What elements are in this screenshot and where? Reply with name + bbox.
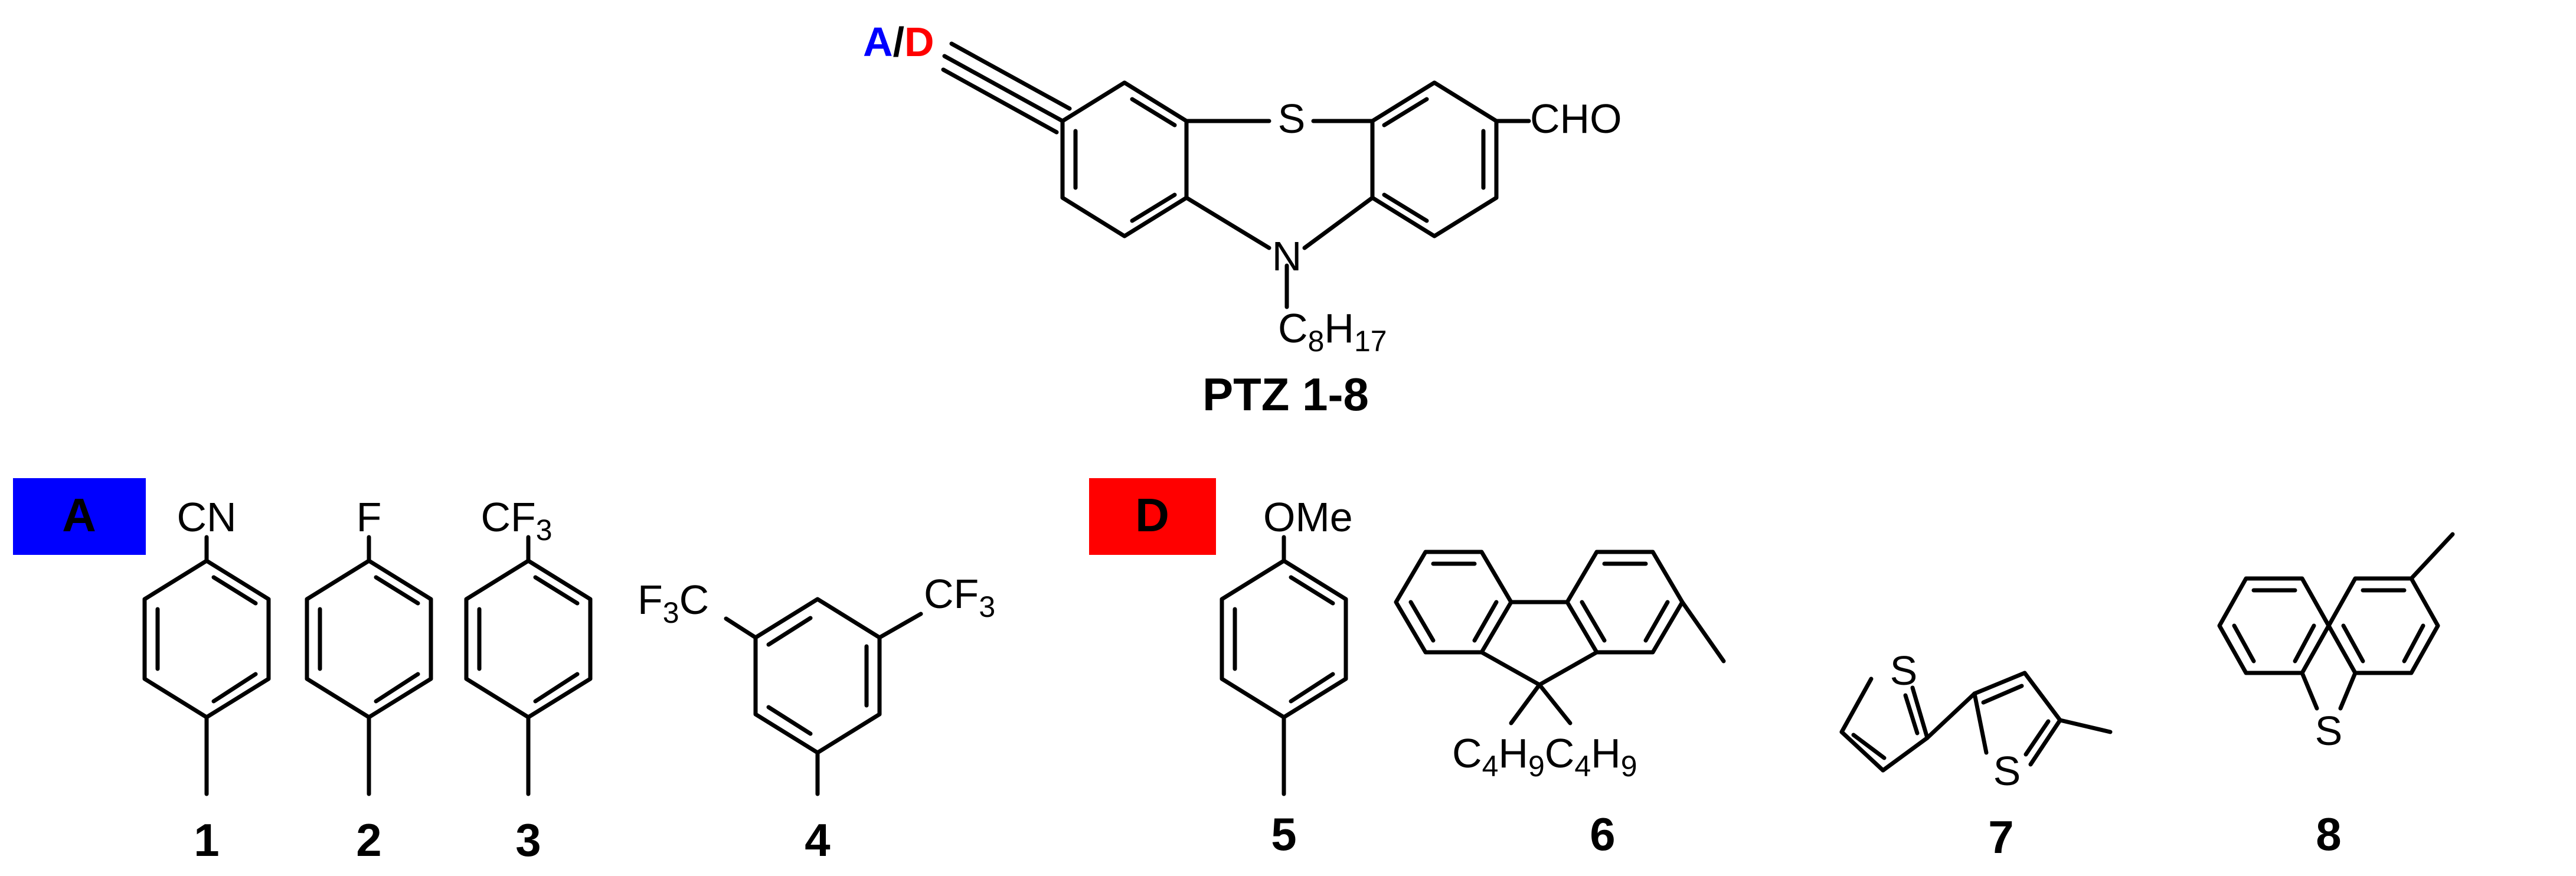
compound-1-number: 1 [194, 814, 219, 866]
compound-4-right-substituent: CF3 [924, 571, 995, 623]
compound-3-substituent: CF3 [480, 494, 552, 547]
compound-7-number: 7 [1988, 811, 2013, 863]
compound-1-structure: CN 1 [142, 494, 271, 866]
compound-3-number: 3 [515, 814, 541, 866]
compound-6-number: 6 [1590, 808, 1615, 860]
alkyne-bond [941, 41, 1072, 135]
alkyl-chain-label: C8H17 [1278, 305, 1387, 358]
compound-5-structure: OMe 5 [1220, 494, 1353, 860]
compound-3-structure: CF3 3 [464, 494, 593, 866]
compound-6-chain-label: C4H9C4H9 [1452, 730, 1637, 783]
compound-5-number: 5 [1271, 808, 1296, 860]
compound-2-structure: F 2 [305, 494, 433, 866]
ptz-nitrogen-label: N [1272, 233, 1302, 279]
compound-7-sulfur-left: S [1890, 648, 1918, 694]
compound-4-number: 4 [805, 814, 830, 866]
compound-8-sulfur: S [2315, 708, 2343, 754]
acceptor-tag-label: A [62, 489, 96, 541]
ptz-central-ring [1184, 119, 1375, 250]
compound-6-structure: C4H9C4H9 6 [1394, 550, 1726, 860]
core-compound-name: PTZ 1-8 [1202, 368, 1369, 420]
aldehyde-label: CHO [1530, 96, 1622, 142]
ad-label-a: A [863, 19, 893, 65]
compound-8-structure: S 8 [2217, 532, 2455, 860]
compound-4-structure: F3C CF3 4 [638, 571, 995, 866]
compound-4-left-substituent: F3C [638, 577, 709, 629]
acceptor-tag: A [13, 478, 146, 555]
ad-label-d: D [904, 19, 934, 65]
acceptor-tag-box [13, 478, 146, 555]
donor-tag-label: D [1135, 489, 1169, 541]
compound-1-substituent: CN [176, 494, 236, 540]
donor-tag: D [1089, 478, 1216, 555]
ptz-core-structure: A/D S N CHO C8H17 PTZ 1-8 [863, 19, 1622, 420]
ptz-left-ring [1060, 80, 1189, 238]
compound-8-number: 8 [2316, 808, 2341, 860]
compound-7-structure: S S 7 [1839, 648, 2113, 863]
ptz-sulfur-label: S [1278, 96, 1306, 142]
compound-7-sulfur-right: S [1993, 748, 2021, 794]
compound-2-substituent: F [357, 494, 382, 540]
compound-5-substituent: OMe [1263, 494, 1353, 540]
compound-2-number: 2 [356, 814, 381, 866]
ad-label: A/D [863, 19, 934, 65]
ptz-right-ring [1370, 80, 1499, 238]
ad-label-slash: / [893, 19, 904, 65]
donor-tag-box [1089, 478, 1216, 555]
